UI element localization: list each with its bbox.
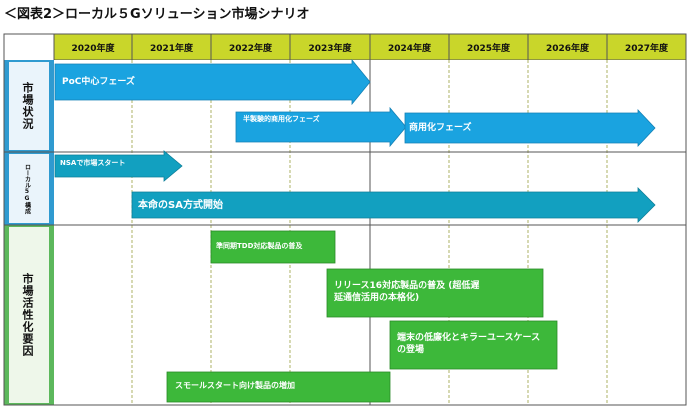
row-label-market-drivers: 市場活性化要因 xyxy=(21,273,34,357)
box-small-start xyxy=(166,371,391,403)
arrow-semi-commercial xyxy=(235,106,407,148)
arrow-label-sa: 本命のSA方式開始 xyxy=(138,200,223,211)
box-terminal xyxy=(389,320,558,370)
year-header-2022: 2022年度 xyxy=(228,43,273,54)
box-label-tdd: 準同期TDD対応製品の普及 xyxy=(216,242,303,250)
arrow-sa xyxy=(131,187,656,223)
rowlabel-inner-3 xyxy=(9,227,49,403)
rowlabel-inner-2 xyxy=(9,154,49,223)
year-header-2025: 2025年度 xyxy=(466,43,511,54)
arrow-commercial xyxy=(404,108,656,148)
page-title: ＜図表2＞ローカル５Gソリューション市場シナリオ xyxy=(4,7,310,22)
box-label-terminal: 端末の低廉化とキラーユースケースの登場 xyxy=(397,333,541,356)
row-label-local5g-config: ローカル5G構成 xyxy=(23,163,31,214)
box-release16 xyxy=(326,268,544,318)
rowlabel-inner-1 xyxy=(9,62,49,150)
arrow-label-nsa: NSAで市場スタート xyxy=(60,159,126,167)
year-header-2024: 2024年度 xyxy=(387,43,432,54)
arrow-nsa xyxy=(54,150,183,182)
box-tdd xyxy=(210,230,336,264)
arrow-label-semi-commercial: 半製験的商用化フェーズ xyxy=(243,115,320,123)
year-header-2020: 2020年度 xyxy=(71,43,115,54)
box-label-small-start: スモールスタート向け製品の増加 xyxy=(175,381,295,390)
year-header-2021: 2021年度 xyxy=(149,43,194,54)
arrow-poc xyxy=(54,58,371,106)
box-label-release16: リリース16対応製品の普及 (超低遅延通信活用の本格化) xyxy=(334,281,480,304)
year-header-2023: 2023年度 xyxy=(308,43,352,54)
row-label-market-status: 市場状況 xyxy=(21,82,34,130)
year-header-2027: 2027年度 xyxy=(624,43,669,54)
arrow-label-commercial: 商用化フェーズ xyxy=(409,123,472,133)
year-header-2026: 2026年度 xyxy=(545,43,590,54)
arrow-label-poc: PoC中心フェーズ xyxy=(62,77,135,87)
